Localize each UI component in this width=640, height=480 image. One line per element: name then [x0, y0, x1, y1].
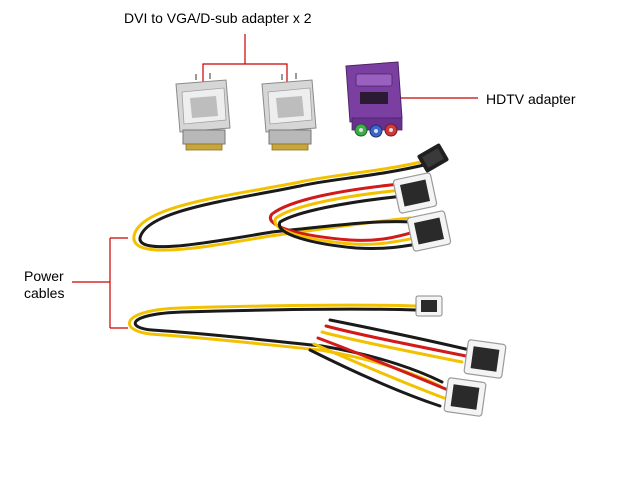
power-cables-label-line2: cables: [24, 285, 65, 301]
power-cables-label-line1: Power: [24, 268, 64, 284]
power-cable-2-connectors: [415, 295, 507, 417]
power-cable-1-connectors: [392, 143, 452, 252]
dvi-adapter-1: [175, 73, 231, 151]
hdtv-adapter-label: HDTV adapter: [486, 91, 576, 107]
dvi-adapter-label: DVI to VGA/D-sub adapter x 2: [124, 10, 312, 26]
power-cable-2: [128, 303, 472, 408]
power-cables-label: Power cables: [24, 268, 64, 302]
dvi-adapter-2: [261, 73, 317, 151]
power-cable-1: [132, 158, 432, 252]
hdtv-adapter: [345, 61, 403, 138]
power-callout-line: [72, 237, 128, 329]
